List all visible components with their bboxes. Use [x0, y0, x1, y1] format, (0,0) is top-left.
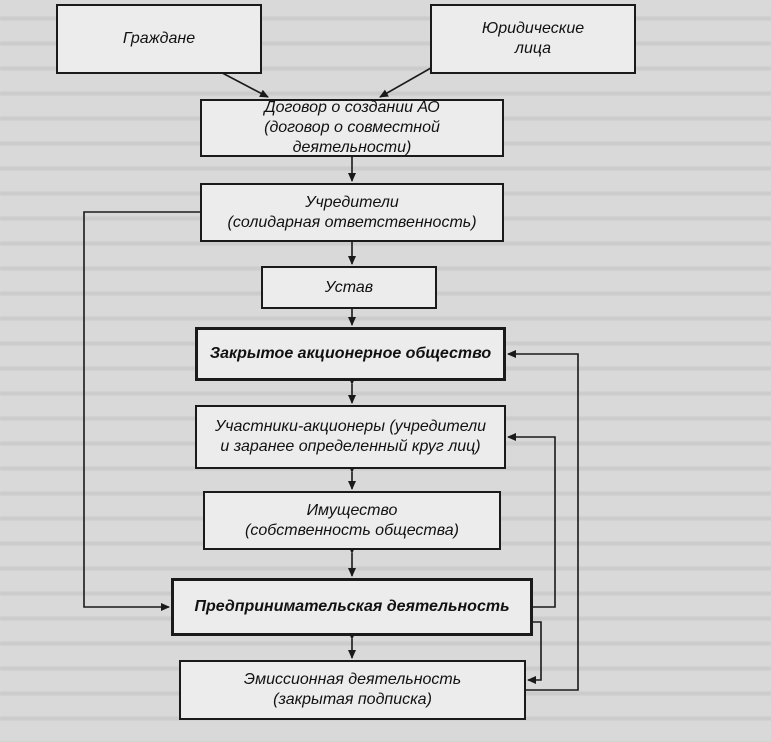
- node-agreement: Договор о создании АО (договор о совмест…: [200, 99, 504, 157]
- right-outer-feedback-line: [507, 350, 579, 691]
- node-closed-jsc-text: Закрытое акционерное общество: [209, 345, 492, 362]
- node-agreement-line-1: Договор о создании АО: [264, 99, 440, 116]
- node-agreement-line-2: (договор о совместной деятельности): [264, 119, 440, 156]
- node-citizens-text: Граждане: [122, 30, 196, 47]
- node-business-text: Предпринимательская деятельность: [194, 598, 510, 615]
- node-citizens: Граждане: [56, 4, 262, 74]
- node-participants-line-1: Участники-акционеры (учредители: [214, 418, 487, 435]
- node-closed-jsc: Закрытое акционерное общество: [195, 327, 506, 381]
- node-charter: Устав: [261, 266, 437, 309]
- node-emission: Эмиссионная деятельность (закрытая подпи…: [179, 660, 526, 720]
- node-participants: Участники-акционеры (учредители и заране…: [195, 405, 506, 469]
- node-legal-entities: Юридические лица: [430, 4, 636, 74]
- node-emission-line-2: (закрытая подписка): [273, 691, 432, 708]
- node-property-line-2: (собственность общества): [245, 521, 459, 539]
- node-founders: Учредители (солидарная ответственность): [200, 183, 504, 242]
- node-participants-line-2: и заранее определенный круг лиц): [220, 438, 481, 455]
- node-emission-line-1: Эмиссионная деятельность: [243, 671, 462, 688]
- left-feedback-line: [83, 211, 200, 611]
- node-legal-entities-line-2: лица: [514, 40, 552, 57]
- node-property-line-1: Имущество: [306, 501, 398, 519]
- node-founders-line-2: (солидарная ответственность): [227, 213, 477, 231]
- node-legal-entities-line-1: Юридические: [481, 20, 585, 37]
- node-property: Имущество (собственность общества): [203, 491, 501, 550]
- node-charter-text: Устав: [324, 278, 374, 296]
- node-business: Предпринимательская деятельность: [171, 578, 533, 636]
- node-founders-line-1: Учредители: [305, 193, 399, 211]
